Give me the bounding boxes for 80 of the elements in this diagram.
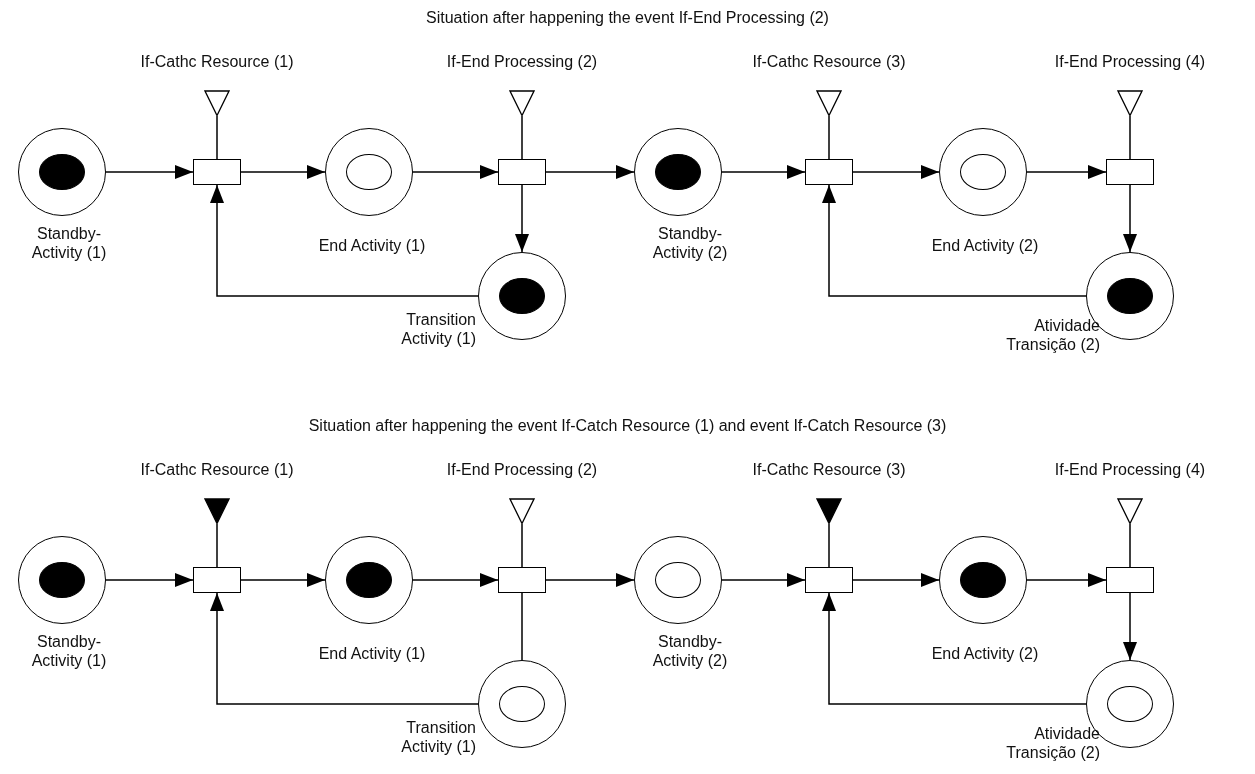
- event-label: If-Cathc Resource (3): [751, 460, 907, 480]
- token: [346, 562, 392, 598]
- connector-line: [216, 523, 218, 568]
- empty-token: [655, 562, 701, 598]
- event-triangle: [816, 90, 842, 116]
- event-label: If-End Processing (2): [445, 460, 599, 480]
- token: [39, 562, 85, 598]
- arrow: [240, 573, 326, 587]
- event-label: If-End Processing (4): [1053, 460, 1207, 480]
- place-label: Standby-Activity (2): [651, 632, 729, 671]
- empty-token: [1107, 686, 1153, 722]
- event-label: If-Cathc Resource (1): [139, 52, 295, 72]
- panel-title: Situation after happening the event If-End Processing (2): [425, 8, 830, 28]
- place-label: Atividade Transição (2): [1005, 724, 1100, 763]
- transition-bar: [193, 567, 241, 593]
- arrow: [240, 165, 326, 179]
- arrow: [721, 165, 806, 179]
- connector-line: [1129, 115, 1131, 160]
- place-label: Standby-Activity (1): [30, 224, 108, 263]
- arrow: [105, 573, 194, 587]
- transition-bar: [1106, 567, 1154, 593]
- empty-token: [960, 154, 1006, 190]
- arrow: [545, 165, 635, 179]
- transition-bar: [805, 567, 853, 593]
- connector-line: [828, 523, 830, 568]
- token: [655, 154, 701, 190]
- connector-line: [521, 592, 523, 661]
- event-triangle: [204, 498, 230, 524]
- arrow: [1026, 165, 1107, 179]
- event-triangle: [509, 90, 535, 116]
- arrow: [852, 573, 940, 587]
- event-triangle: [1117, 498, 1143, 524]
- arrow: [412, 165, 499, 179]
- transition-bar: [193, 159, 241, 185]
- arrow: [210, 184, 479, 297]
- connector-line: [216, 115, 218, 160]
- token: [39, 154, 85, 190]
- arrow: [412, 573, 499, 587]
- place-label: Transition Activity (1): [400, 718, 476, 757]
- token: [499, 278, 545, 314]
- connector-line: [521, 115, 523, 160]
- arrow: [1123, 592, 1137, 661]
- place-label: Standby-Activity (2): [651, 224, 729, 263]
- event-label: If-End Processing (2): [445, 52, 599, 72]
- place-label: Standby-Activity (1): [30, 632, 108, 671]
- place-label: End Activity (1): [317, 644, 427, 664]
- arrow: [721, 573, 806, 587]
- event-label: If-Cathc Resource (1): [139, 460, 295, 480]
- connector-line: [1129, 523, 1131, 568]
- transition-bar: [805, 159, 853, 185]
- arrow: [1026, 573, 1107, 587]
- event-triangle: [204, 90, 230, 116]
- event-triangle: [816, 498, 842, 524]
- event-label: If-End Processing (4): [1053, 52, 1207, 72]
- connector-line: [521, 523, 523, 568]
- empty-token: [346, 154, 392, 190]
- arrow: [210, 592, 479, 705]
- place-label: End Activity (1): [317, 236, 427, 256]
- token: [1107, 278, 1153, 314]
- arrow: [1123, 184, 1137, 253]
- event-label: If-Cathc Resource (3): [751, 52, 907, 72]
- place-label: Atividade Transição (2): [1005, 316, 1100, 355]
- connector-line: [828, 115, 830, 160]
- arrow: [822, 184, 1087, 297]
- arrow: [545, 573, 635, 587]
- place-label: End Activity (2): [930, 644, 1040, 664]
- transition-bar: [498, 567, 546, 593]
- arrow: [515, 184, 529, 253]
- event-triangle: [509, 498, 535, 524]
- place-label: End Activity (2): [930, 236, 1040, 256]
- place-label: Transition Activity (1): [400, 310, 476, 349]
- transition-bar: [498, 159, 546, 185]
- token: [960, 562, 1006, 598]
- arrow: [822, 592, 1087, 705]
- panel-title: Situation after happening the event If-Catch Resource (1) and event If-Catch Resource (3): [307, 416, 948, 436]
- arrow: [105, 165, 194, 179]
- arrow: [852, 165, 940, 179]
- event-triangle: [1117, 90, 1143, 116]
- empty-token: [499, 686, 545, 722]
- transition-bar: [1106, 159, 1154, 185]
